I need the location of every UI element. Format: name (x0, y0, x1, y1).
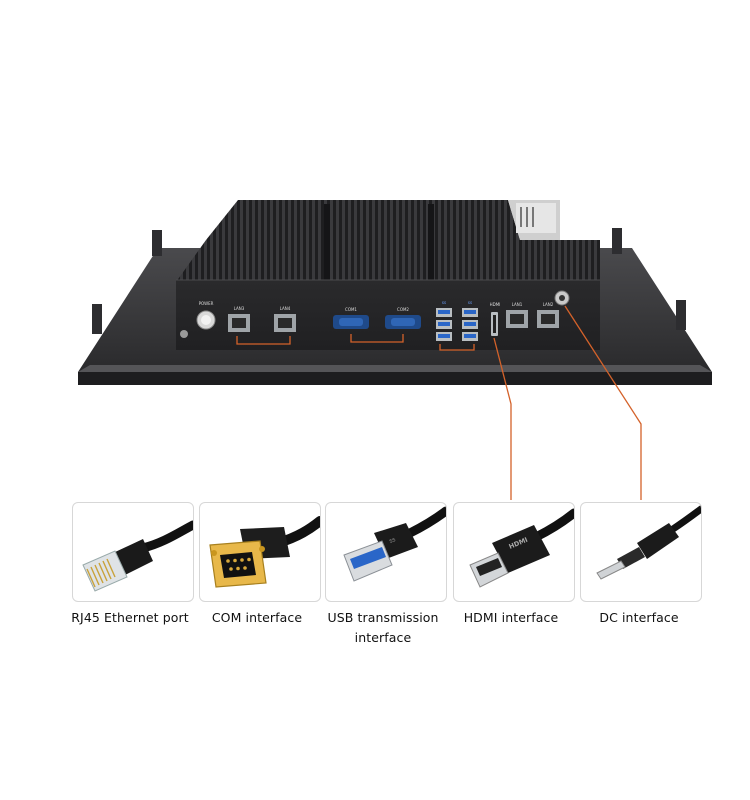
mounting-bracket (92, 304, 102, 334)
rj45-leader-line (236, 336, 291, 345)
mounting-bracket (676, 300, 686, 330)
dc-caption: DC interface (599, 610, 679, 625)
usb-ports: ss ss (436, 300, 478, 341)
com-card (199, 502, 321, 602)
hdmi-plug-icon: HDMI (469, 508, 574, 588)
leader-lines (236, 305, 642, 500)
dc-card (580, 502, 702, 602)
com1-label: COM1 (345, 307, 357, 312)
ground-screw (180, 330, 188, 338)
com-caption: COM interface (211, 610, 303, 625)
lan3-label: LAN3 (234, 306, 245, 311)
com-leader-line (350, 334, 404, 343)
rj45-card (72, 502, 194, 602)
lan4-label: LAN4 (280, 306, 291, 311)
power-label: POWER (199, 301, 214, 306)
com2-label: COM2 (397, 307, 409, 312)
mounting-bracket (612, 228, 622, 254)
lan1-label: LAN1 (512, 302, 523, 307)
rj45-caption: RJ45 Ethernet port (71, 610, 189, 625)
usb-leader-line (439, 344, 475, 351)
hdmi-caption: HDMI interface (463, 610, 559, 625)
mounting-bracket (152, 230, 162, 256)
io-ports: POWER LAN3 LAN4 COM1 COM2 ss ss HDMI LAN… (180, 290, 570, 341)
usb-caption: USB transmission interface (327, 610, 439, 645)
lan2-label: LAN2 (543, 302, 554, 307)
svg-text:ss: ss (388, 536, 396, 545)
rj45-plug-icon (82, 520, 193, 592)
hdmi-card: HDMI (453, 502, 575, 602)
usb-plug-icon: ss (343, 506, 446, 582)
hdmi-leader-line (493, 337, 512, 500)
hdmi-label: HDMI (490, 302, 501, 307)
svg-text:ss: ss (442, 300, 446, 305)
dc-jack-plug-icon (596, 505, 701, 580)
dc-leader-line (564, 305, 642, 500)
db9-serial-plug-icon (209, 516, 320, 588)
svg-text:ss: ss (468, 300, 472, 305)
spec-label-sticker (516, 203, 556, 233)
usb-card: ss (325, 502, 447, 602)
